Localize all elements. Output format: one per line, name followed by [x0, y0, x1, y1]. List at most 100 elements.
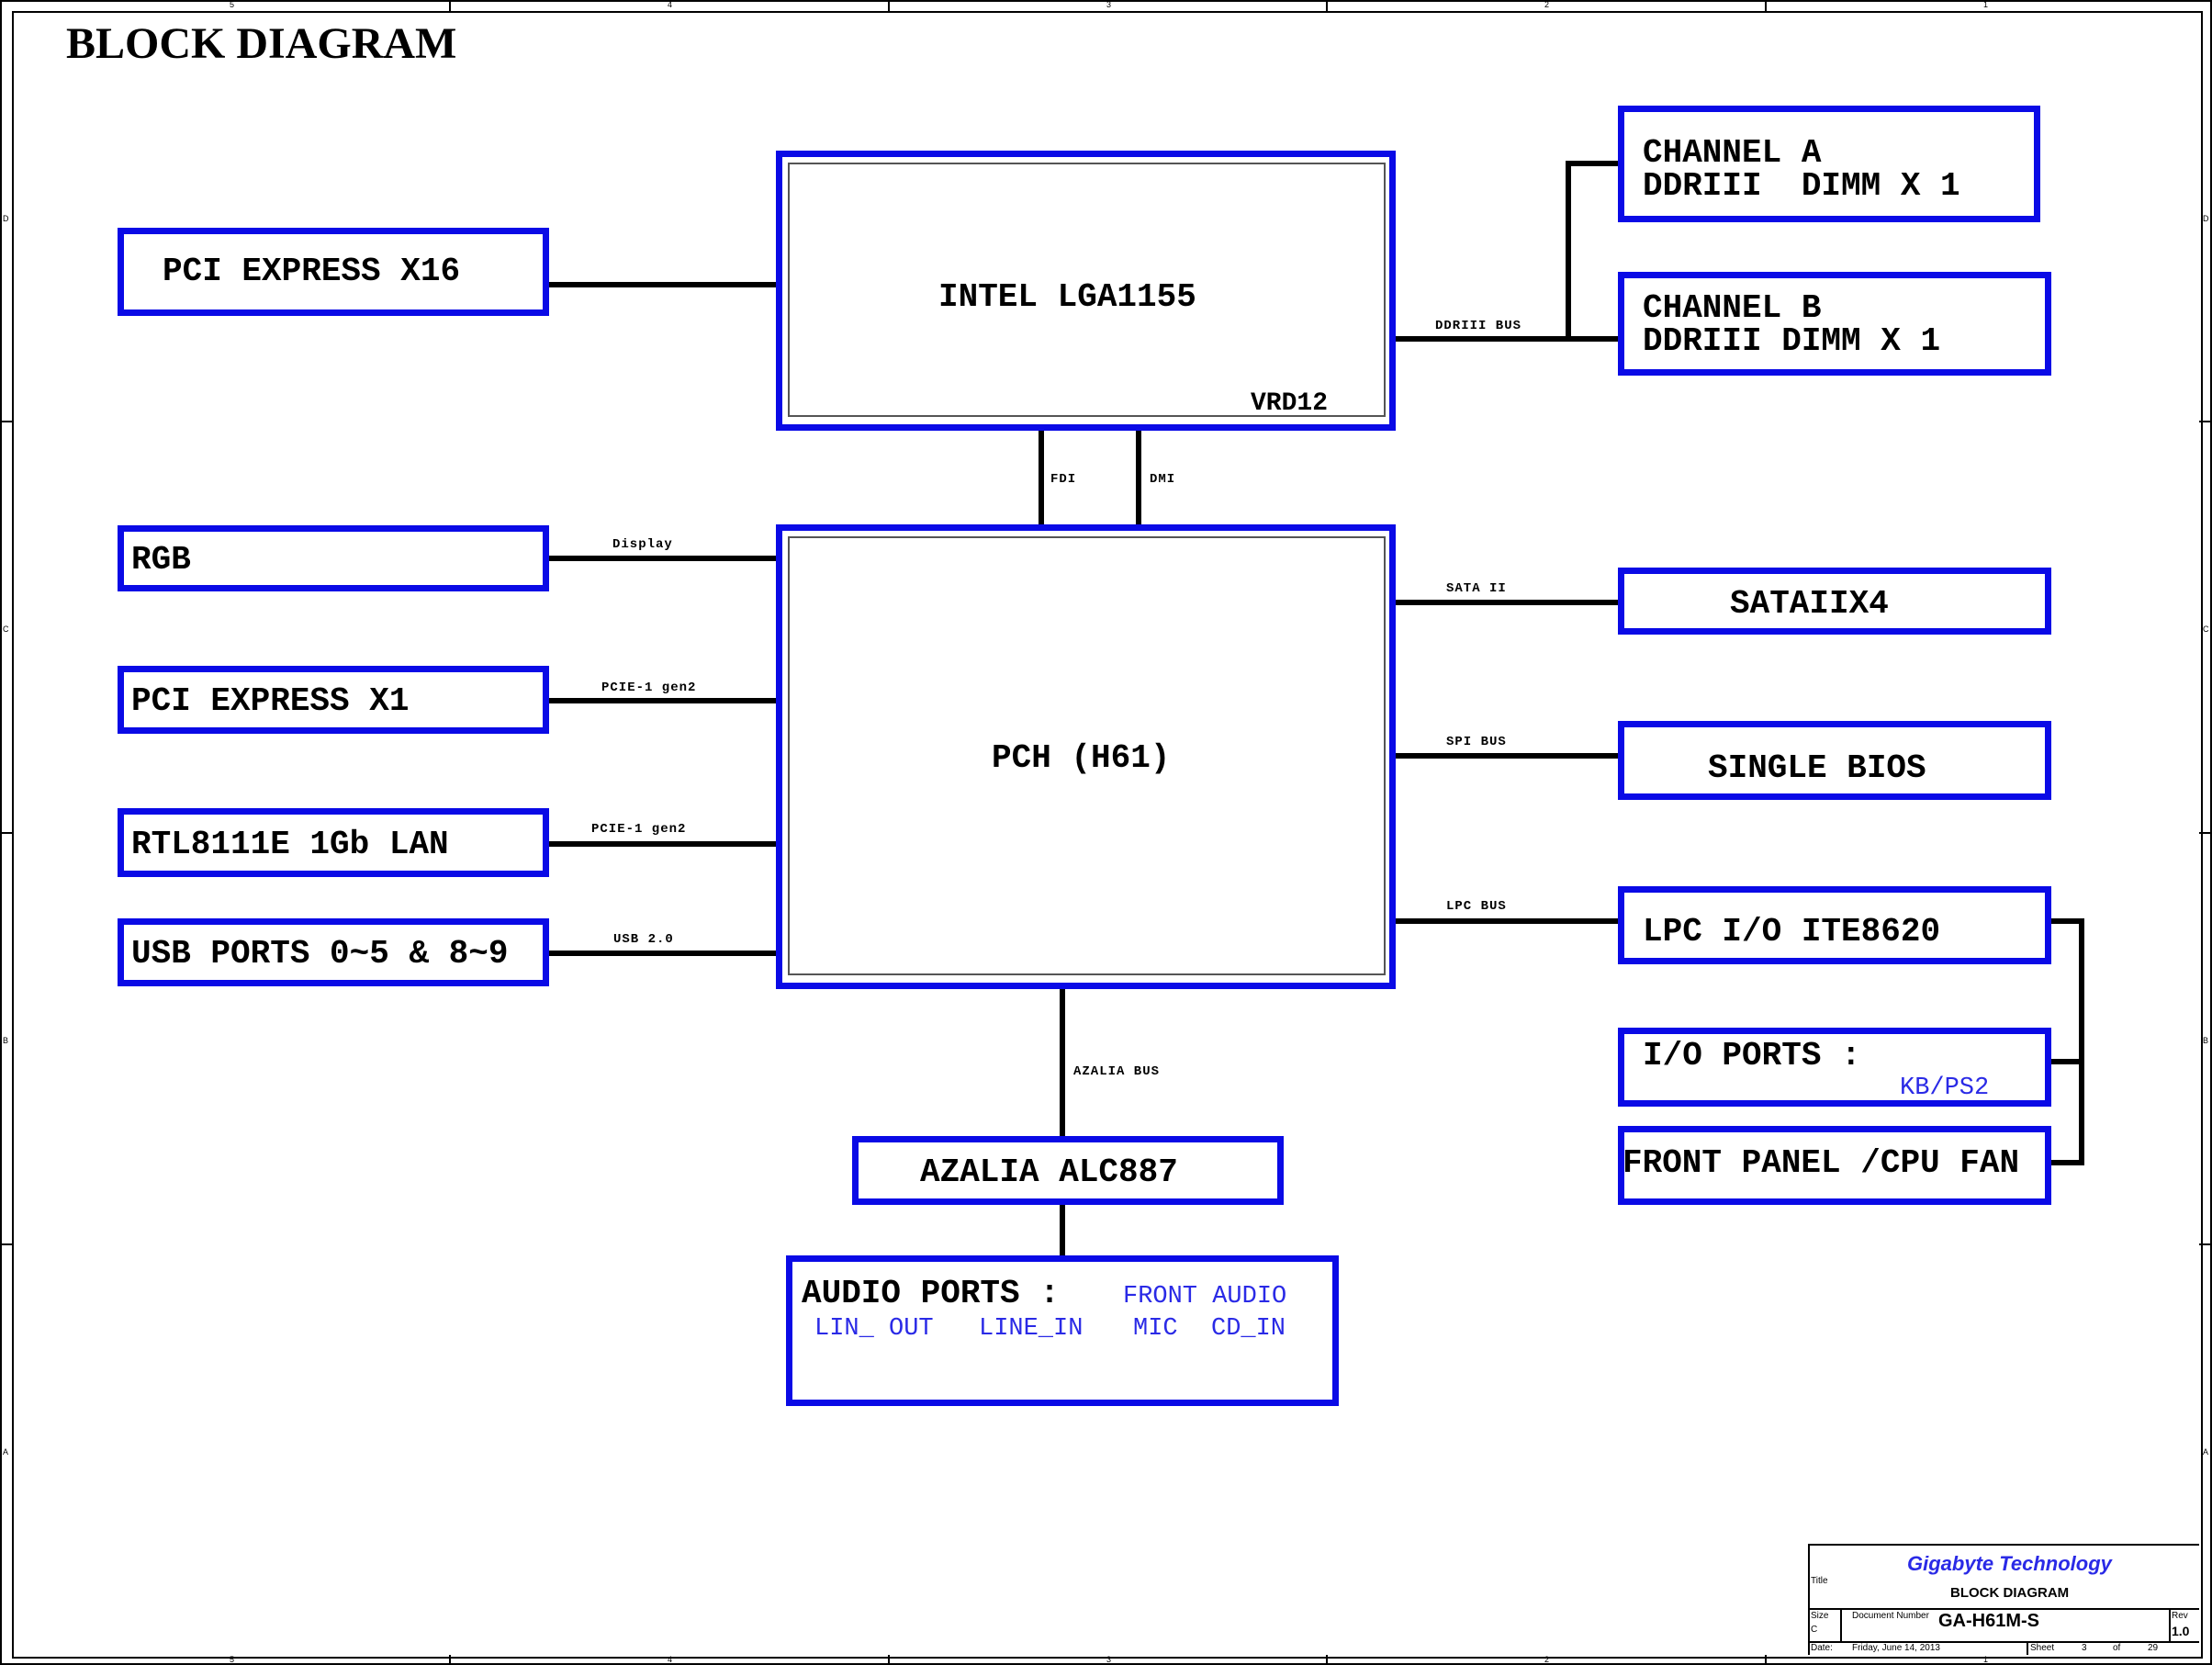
page-title: BLOCK DIAGRAM — [66, 19, 457, 68]
bus-label-dmi: DMI — [1150, 472, 1176, 487]
sata-block: SATAIIX4 — [1618, 568, 2051, 635]
channel-a-block: CHANNEL A DDRIII DIMM X 1 — [1618, 106, 2040, 222]
pcie-x16-block: PCI EXPRESS X16 — [118, 228, 549, 316]
pcie-x16-label: PCI EXPRESS X16 — [163, 253, 461, 290]
audio-ports-label: AUDIO PORTS : — [802, 1275, 1060, 1312]
wire-ddr-vertical — [1566, 161, 1571, 342]
lpc-block: LPC I/O ITE8620 — [1618, 886, 2051, 964]
lan-block: RTL8111E 1Gb LAN — [118, 808, 549, 877]
bus-label-fdi: FDI — [1050, 472, 1077, 487]
title-block: Gigabyte Technology Title BLOCK DIAGRAM … — [1808, 1544, 2199, 1655]
wire-rgb — [545, 556, 778, 561]
wire-azalia-audio — [1060, 1199, 1065, 1260]
title-field-label: Title — [1811, 1576, 1828, 1586]
total-field-value: 29 — [2148, 1643, 2159, 1653]
size-field-label: Size — [1811, 1611, 1829, 1621]
wire-lan — [545, 841, 778, 847]
wire-lpc — [1392, 918, 1622, 924]
audio-ports-block: AUDIO PORTS : FRONT AUDIO LIN_ OUT LINE_… — [786, 1255, 1339, 1406]
channel-b-block: CHANNEL B DDRIII DIMM X 1 — [1618, 272, 2051, 376]
cpu-label: INTEL LGA1155 — [938, 278, 1196, 316]
azalia-block: AZALIA ALC887 — [852, 1136, 1284, 1205]
cpu-block: INTEL LGA1155 VRD12 — [776, 151, 1396, 431]
bios-label: SINGLE BIOS — [1708, 749, 1926, 787]
wire-lpc-right-stub — [2048, 918, 2084, 924]
bus-label-azalia: AZALIA BUS — [1073, 1064, 1161, 1079]
col-label-1-bottom: 1 — [1983, 1655, 1989, 1664]
wire-lpc-ioports — [2048, 1059, 2084, 1064]
bus-label-usb: USB 2.0 — [613, 932, 674, 947]
row-label-a: A — [3, 1447, 9, 1457]
col-label-3-bottom: 3 — [1106, 1655, 1112, 1664]
wire-azalia-bus — [1060, 984, 1065, 1141]
bus-label-ddr: DDRIII BUS — [1435, 319, 1522, 333]
col-label-1: 1 — [1983, 0, 1989, 9]
row-label-d-right: D — [2203, 214, 2209, 223]
ioports-sub-label: KB/PS2 — [1900, 1074, 1990, 1102]
wire-ddr-chA — [1566, 161, 1622, 166]
sheet-field-value: 3 — [2082, 1643, 2087, 1653]
wire-pcie16-cpu — [545, 282, 778, 287]
of-field-label: of — [2113, 1643, 2121, 1653]
channel-b-line2: DDRIII DIMM X 1 — [1643, 322, 1941, 360]
wire-cpu-ddr — [1392, 336, 1622, 342]
sheet-field-label: Sheet — [2030, 1643, 2055, 1653]
rgb-block: RGB — [118, 525, 549, 591]
date-field-label: Date: — [1811, 1643, 1833, 1653]
channel-a-line1: CHANNEL A — [1643, 134, 1822, 172]
wire-fdi — [1039, 427, 1044, 528]
col-label-3: 3 — [1106, 0, 1112, 9]
pcie-x1-block: PCI EXPRESS X1 — [118, 666, 549, 734]
bus-label-lpc: LPC BUS — [1446, 899, 1507, 914]
audio-line-in-label: LINE_IN — [979, 1315, 1084, 1343]
row-label-c: C — [3, 624, 9, 634]
pch-block: PCH (H61) — [776, 524, 1396, 989]
sata-label: SATAIIX4 — [1730, 585, 1889, 623]
audio-front-label: FRONT AUDIO — [1123, 1283, 1287, 1311]
wire-spi — [1392, 753, 1622, 759]
col-label-4-bottom: 4 — [668, 1655, 673, 1664]
wire-dmi — [1136, 427, 1141, 528]
ioports-block: I/O PORTS : KB/PS2 — [1618, 1028, 2051, 1107]
bus-label-sata: SATA II — [1446, 581, 1507, 596]
row-label-b: B — [3, 1036, 9, 1045]
usb-block: USB PORTS 0~5 & 8~9 — [118, 918, 549, 986]
rev-field-value: 1.0 — [2172, 1624, 2190, 1638]
col-label-2-bottom: 2 — [1544, 1655, 1550, 1664]
docnum-field-value: GA-H61M-S — [1938, 1611, 2040, 1631]
front-panel-block: FRONT PANEL /CPU FAN — [1618, 1126, 2051, 1205]
col-label-5-bottom: 5 — [230, 1655, 235, 1664]
col-label-2: 2 — [1544, 0, 1550, 9]
row-label-a-right: A — [2203, 1447, 2209, 1457]
azalia-label: AZALIA ALC887 — [920, 1153, 1178, 1191]
col-label-5: 5 — [230, 0, 235, 9]
row-label-b-right: B — [2203, 1036, 2209, 1045]
audio-mic-label: MIC — [1133, 1315, 1178, 1343]
bus-label-spi: SPI BUS — [1446, 735, 1507, 749]
docnum-field-label: Document Number — [1852, 1611, 1929, 1621]
channel-a-line2: DDRIII DIMM X 1 — [1643, 167, 1960, 205]
pcie-x1-label: PCI EXPRESS X1 — [131, 682, 410, 720]
audio-lin-out-label: LIN_ OUT — [814, 1315, 934, 1343]
lan-label: RTL8111E 1Gb LAN — [131, 826, 449, 863]
row-label-c-right: C — [2203, 624, 2209, 634]
title-field-value: BLOCK DIAGRAM — [1950, 1585, 2070, 1601]
bus-label-display: Display — [612, 537, 673, 552]
row-label-d: D — [3, 214, 9, 223]
pch-label: PCH (H61) — [992, 739, 1171, 777]
col-label-4: 4 — [668, 0, 673, 9]
bus-label-pcie-lan: PCIE-1 gen2 — [591, 822, 687, 837]
ioports-label: I/O PORTS : — [1643, 1037, 1861, 1074]
usb-label: USB PORTS 0~5 & 8~9 — [131, 935, 509, 973]
lpc-label: LPC I/O ITE8620 — [1643, 913, 1941, 951]
bios-block: SINGLE BIOS — [1618, 721, 2051, 800]
company-name: Gigabyte Technology — [1907, 1552, 2112, 1575]
vrd-label: VRD12 — [1251, 389, 1329, 418]
wire-lpc-vertical — [2079, 918, 2084, 1165]
wire-sata — [1392, 600, 1622, 605]
wire-usb — [545, 951, 778, 956]
wire-lpc-front — [2048, 1160, 2084, 1165]
rev-field-label: Rev — [2172, 1611, 2188, 1621]
rgb-label: RGB — [131, 541, 191, 579]
